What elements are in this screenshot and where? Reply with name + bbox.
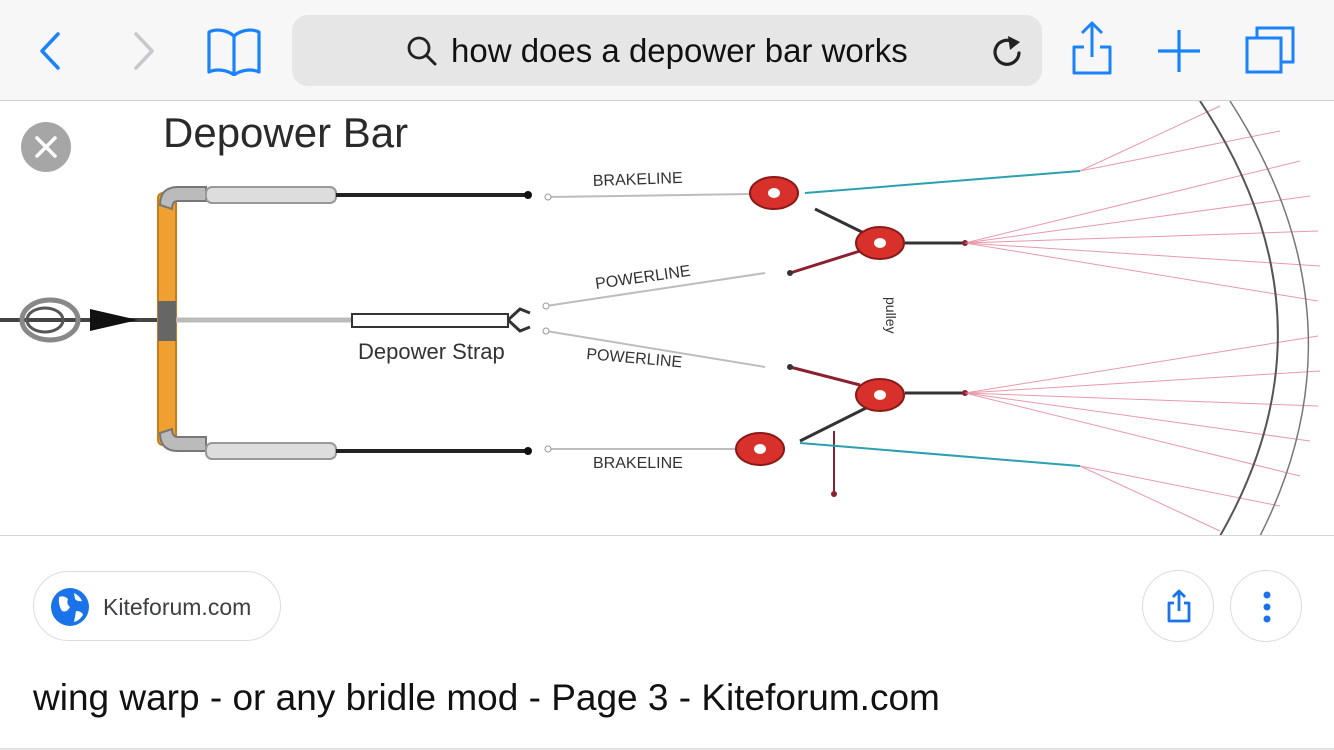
address-text[interactable]: how does a depower bar works	[451, 32, 908, 69]
brakeline-top-label: BRAKELINE	[593, 170, 683, 190]
reload-icon[interactable]	[990, 33, 1026, 71]
back-icon[interactable]	[36, 30, 68, 72]
pulleys	[735, 176, 905, 466]
close-icon	[35, 136, 57, 158]
search-icon	[406, 35, 438, 67]
source-link[interactable]: Kiteforum.com	[33, 571, 281, 641]
pulley-label: pulley	[883, 297, 899, 334]
share-icon[interactable]	[1070, 19, 1114, 77]
bookmarks-icon[interactable]	[206, 26, 262, 76]
forward-icon[interactable]	[128, 30, 160, 72]
diagram-title: Depower Bar	[163, 109, 408, 156]
depower-bar-diagram: Depower Bar BRAK	[0, 101, 1321, 535]
bar-ends	[176, 186, 532, 460]
chicken-loop	[0, 297, 160, 343]
kite-canopy	[1199, 101, 1310, 535]
brakeline-bottom-label: BRAKELINE	[593, 455, 683, 472]
powerline-top-label: POWERLINE	[594, 263, 691, 293]
source-name: Kiteforum.com	[103, 594, 252, 620]
address-bar[interactable]: how does a depower bar works	[292, 15, 1042, 86]
image-preview[interactable]: Depower Bar BRAK	[0, 101, 1334, 536]
share-result-button[interactable]	[1142, 570, 1214, 642]
more-vert-icon	[1263, 591, 1271, 623]
tabs-icon[interactable]	[1244, 25, 1296, 77]
flying-lines	[542, 170, 1081, 497]
result-title[interactable]: wing warp - or any bridle mod - Page 3 -…	[33, 677, 940, 718]
kite-bridle	[964, 105, 1321, 532]
browser-toolbar: how does a depower bar works	[0, 0, 1334, 101]
depower-strap-label: Depower Strap	[358, 339, 505, 364]
divider	[0, 748, 1334, 750]
new-tab-icon[interactable]	[1156, 28, 1202, 74]
more-options-button[interactable]	[1230, 570, 1302, 642]
powerline-bottom-label: POWERLINE	[586, 346, 683, 371]
globe-icon	[50, 587, 90, 627]
share-icon	[1167, 589, 1191, 623]
close-image-button[interactable]	[21, 122, 71, 172]
